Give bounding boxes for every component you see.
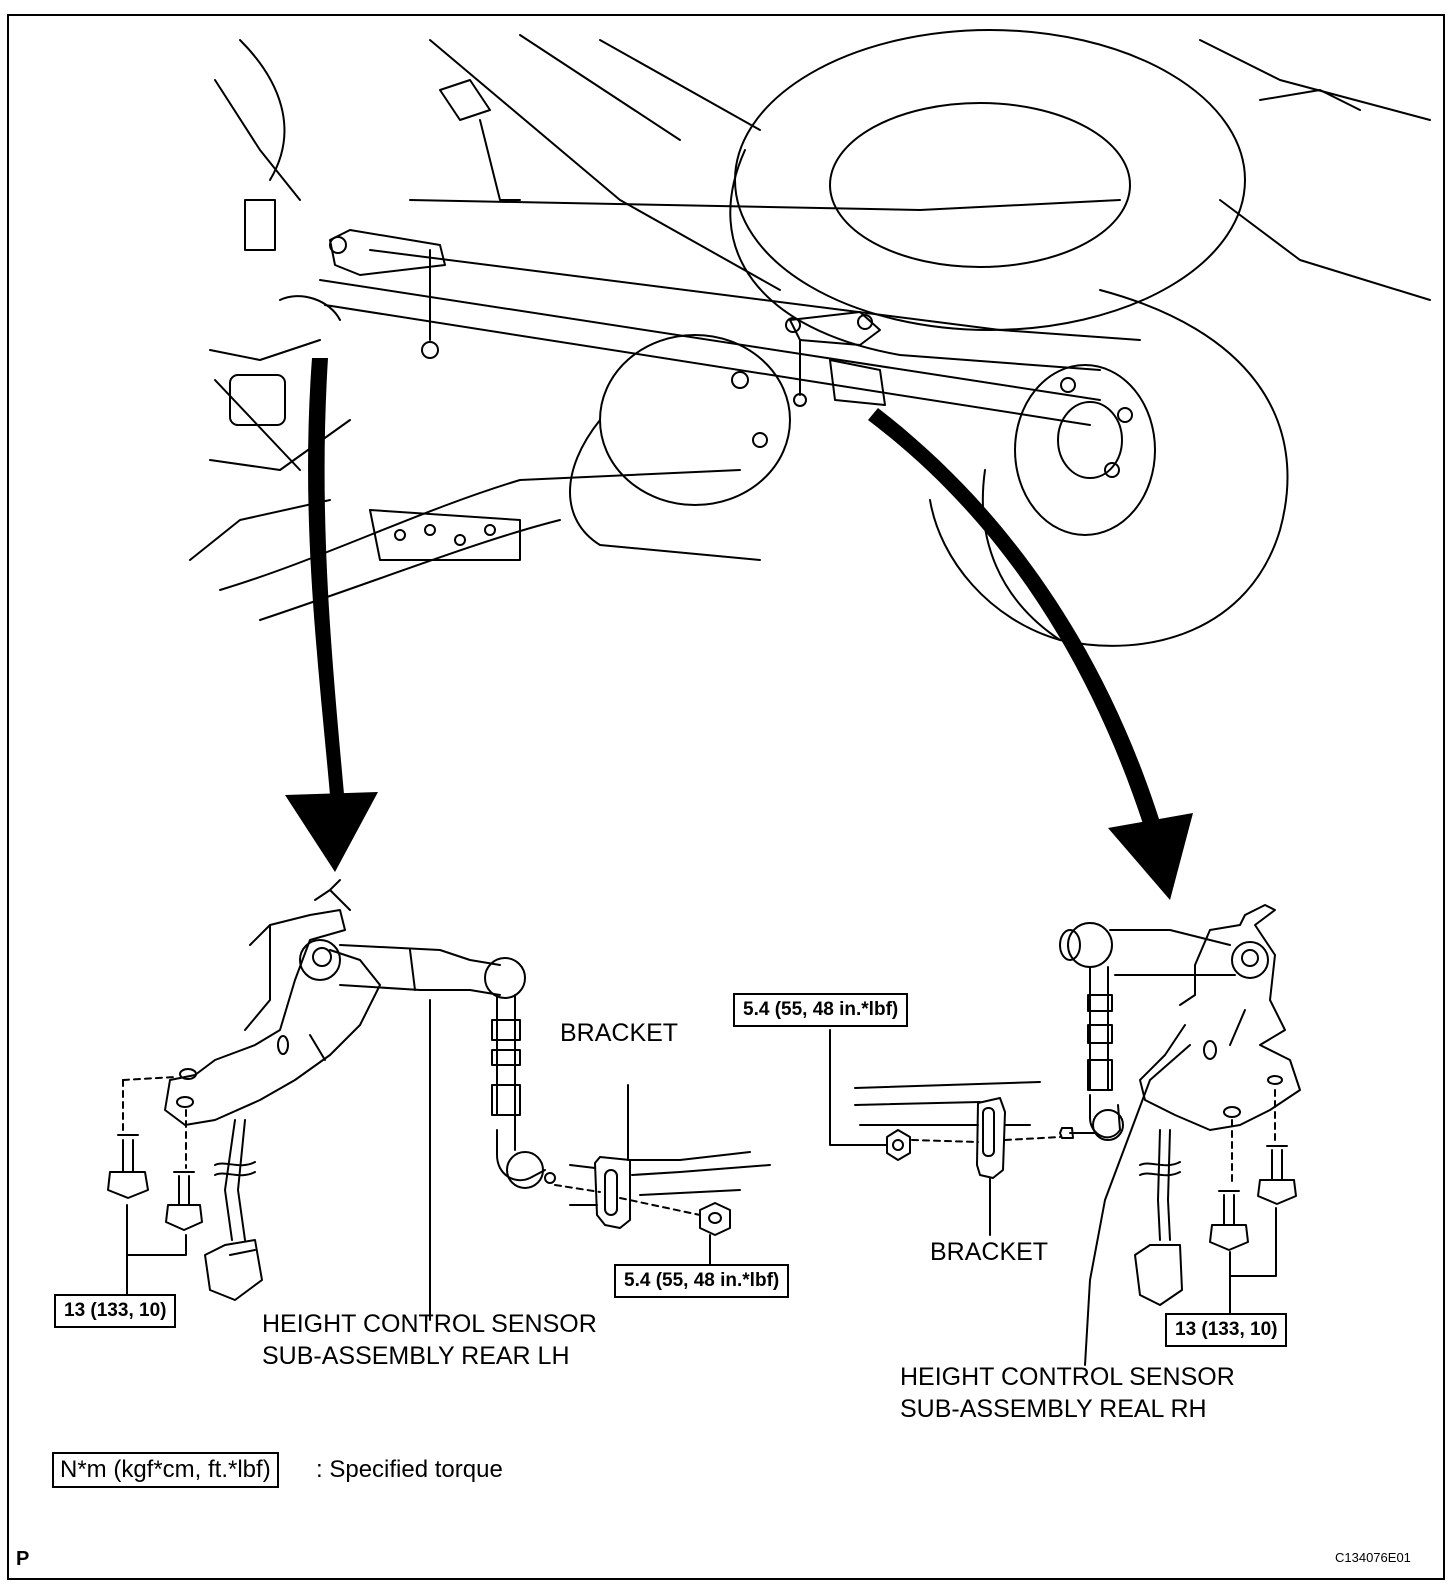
sensor-rh-detail bbox=[829, 904, 1301, 1366]
torque-box-lh-bolts: 13 (133, 10) bbox=[54, 1294, 177, 1328]
bracket-label-right: BRACKET bbox=[930, 1238, 1049, 1266]
sensor-rh-label-line2: SUB-ASSEMBLY REAL RH bbox=[900, 1395, 1207, 1423]
rh-arm bbox=[1109, 929, 1236, 976]
rear-wheel bbox=[929, 289, 1289, 647]
lh-nut bbox=[699, 1202, 731, 1236]
rh-cable bbox=[1157, 1129, 1171, 1241]
lh-cable bbox=[224, 1119, 246, 1241]
rh-connector bbox=[1134, 1244, 1183, 1306]
lh-bolt-1 bbox=[117, 1134, 139, 1173]
torque-box-rh-bolts: 13 (133, 10) bbox=[1165, 1313, 1288, 1347]
legend-description: : Specified torque bbox=[316, 1456, 503, 1483]
rh-link-rod bbox=[1089, 966, 1109, 1091]
bracket-label-left: BRACKET bbox=[560, 1019, 679, 1047]
arrow-to-rh-detail bbox=[868, 408, 1193, 900]
lh-arm bbox=[339, 944, 501, 996]
differential bbox=[599, 334, 791, 506]
spare-tire-inner bbox=[829, 102, 1131, 268]
vehicle-underbody-illustration bbox=[189, 29, 1431, 647]
sensor-rh-label-line1: HEIGHT CONTROL SENSOR bbox=[900, 1363, 1235, 1391]
torque-box-rh-nut: 5.4 (55, 48 in.*lbf) bbox=[733, 993, 909, 1027]
sensor-lh-label-line1: HEIGHT CONTROL SENSOR bbox=[262, 1310, 597, 1338]
figure-id: C134076E01 bbox=[1335, 1550, 1411, 1565]
rh-bolt-1 bbox=[1218, 1190, 1240, 1226]
lh-bracket bbox=[594, 1156, 631, 1229]
lh-link-rod bbox=[496, 994, 516, 1116]
rh-bracket bbox=[976, 1097, 1006, 1179]
sensor-rh-small bbox=[789, 311, 881, 346]
rh-nut bbox=[886, 1129, 911, 1161]
rh-bolt-2 bbox=[1266, 1145, 1288, 1181]
sensor-lh-detail bbox=[107, 879, 771, 1321]
arrow-to-lh-detail bbox=[285, 358, 378, 872]
sensor-lh-label-line2: SUB-ASSEMBLY REAR LH bbox=[262, 1342, 570, 1370]
diagram-frame bbox=[7, 14, 1445, 1580]
legend-unit-box: N*m (kgf*cm, ft.*lbf) bbox=[52, 1452, 279, 1488]
torque-box-lh-nut: 5.4 (55, 48 in.*lbf) bbox=[614, 1264, 790, 1298]
lh-connector bbox=[204, 1239, 263, 1301]
axle-beam bbox=[319, 279, 1101, 401]
sensor-lh-small bbox=[329, 229, 446, 276]
corner-mark: P bbox=[16, 1548, 30, 1570]
lh-bolt-2 bbox=[173, 1171, 195, 1206]
spare-tire-outer bbox=[734, 29, 1246, 331]
